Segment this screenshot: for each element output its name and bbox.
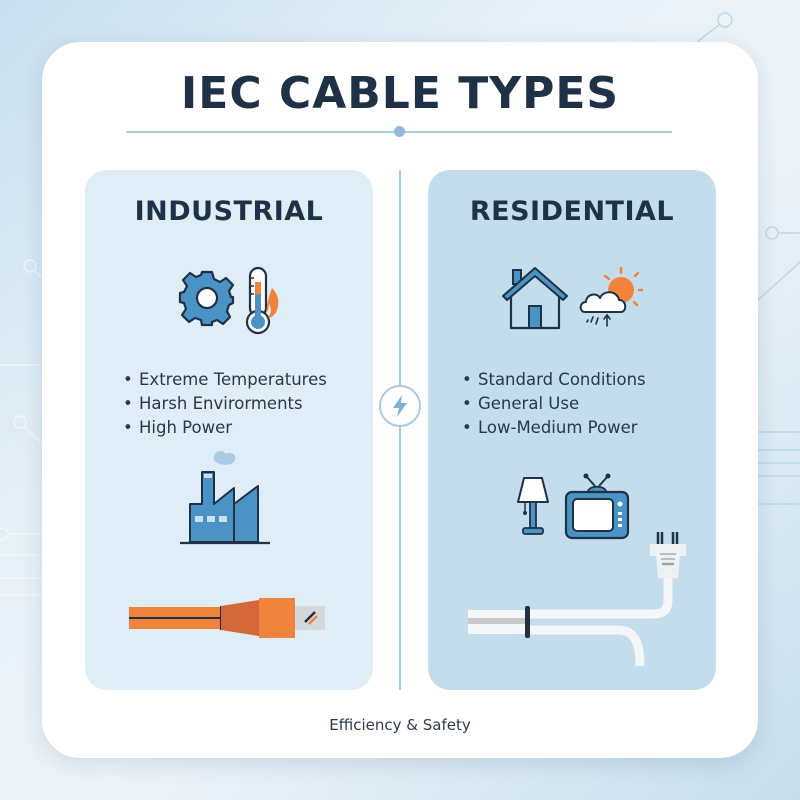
title-divider-dot [394,126,405,137]
tv-icon [564,473,630,540]
gear-icon [178,270,235,327]
bullet-item: Harsh Envirorments [123,392,327,416]
residential-bullets: Standard Conditions General Use Low-Medi… [462,368,646,440]
industrial-bullets: Extreme Temperatures Harsh Envirorments … [123,368,327,440]
page-title: IEC CABLE TYPES [180,68,620,119]
bullet-item: General Use [462,392,646,416]
house-icon [502,267,568,330]
flame-icon [266,288,279,318]
lamp-icon [517,477,549,535]
residential-icon-row [428,264,716,330]
industrial-cable-icon [129,598,325,638]
bullet-item: Extreme Temperatures [123,368,327,392]
lightning-bolt-badge [379,385,421,427]
thermometer-icon [245,266,279,335]
factory-icon [180,451,270,545]
bullet-item: Low-Medium Power [462,416,646,440]
center-divider [399,170,401,690]
residential-panel: RESIDENTIAL Standard Conditions General … [428,170,716,690]
footer-tagline: Efficiency & Safety [329,716,471,734]
bullet-item: High Power [123,416,327,440]
industrial-panel: INDUSTRIAL Extreme Temperatures Harsh En… [85,170,373,690]
industrial-heading: INDUSTRIAL [134,196,324,227]
lightning-bolt-icon [393,395,407,417]
industrial-icon-row [85,264,373,336]
residential-heading: RESIDENTIAL [469,196,675,227]
bullet-item: Standard Conditions [462,368,646,392]
weather-cloud-sun-icon [579,266,643,327]
power-plug-cable-icon [468,532,686,666]
